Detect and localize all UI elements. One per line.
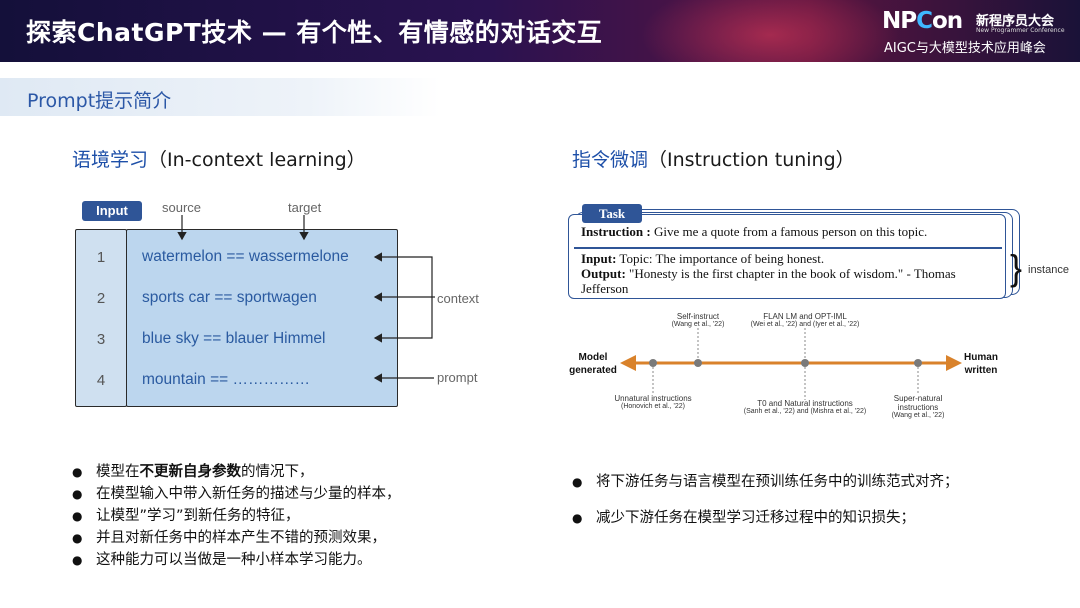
bullet-text-bold: 不更新自身参数 [139, 464, 242, 480]
right-bullet-list: 将下游任务与语言模型在预训练任务中的训练范式对齐； 减少下游任务在模型学习迁移过… [572, 471, 959, 543]
context-label: context [437, 291, 479, 306]
timeline-label-name: Super-natural [893, 394, 943, 403]
logo-en-name: New Programmer Conference [976, 27, 1065, 34]
instruction-line: Instruction : Give me a quote from a fam… [581, 224, 927, 240]
card-divider [574, 247, 1002, 249]
prompt-text: mountain == …………… [142, 371, 310, 388]
page-title: 探索ChatGPT技术 — 有个性、有情感的对话交互 [26, 18, 603, 47]
output-line-continued: Jefferson [581, 281, 629, 296]
bullet-text-pre: 模型在 [96, 464, 140, 480]
input-badge: Input [82, 201, 142, 221]
row-number-column [75, 229, 127, 407]
list-item: 将下游任务与语言模型在预训练任务中的训练范式对齐； [572, 471, 959, 507]
timeline-label-unnatural: Unnatural instructions(Honovich et al., … [608, 394, 698, 410]
task-badge: Task [582, 204, 642, 223]
source-label: source [162, 200, 202, 215]
left-end-line2: generated [569, 365, 617, 376]
timeline-label-cite: (Wang et al., '22) [671, 321, 725, 328]
timeline-label-name-2: instructions [897, 403, 939, 412]
left-title-cn: 语境学习 [72, 149, 149, 171]
right-end-line1: Human [964, 352, 998, 363]
target-label: target [288, 200, 322, 215]
timeline-label-cite: (Sanh et al., '22) and (Mishra et al., '… [743, 408, 867, 415]
right-title-cn: 指令微调 [572, 149, 649, 171]
in-context-learning-figure: Input source target 1 2 3 4 watermelon =… [70, 195, 500, 415]
right-column-title: 指令微调（Instruction tuning） [572, 145, 855, 172]
example-text: blue sky == blauer Himmel [142, 330, 326, 347]
header-banner: 探索ChatGPT技术 — 有个性、有情感的对话交互 NPCon 新程序员大会 … [0, 0, 1080, 62]
figure-arrows [177, 215, 435, 383]
example-text: sports car == sportwagen [142, 289, 317, 306]
left-title-en: （In-context learning） [148, 149, 366, 171]
output-key: Output: [581, 266, 626, 281]
timeline-right-end: Human written [956, 351, 1006, 377]
timeline-label-name: FLAN LM and OPT-IML [763, 312, 847, 321]
logo-mark-a: NP [882, 8, 917, 34]
right-end-line2: written [964, 365, 998, 376]
output-value: "Honesty is the first chapter in the boo… [625, 266, 956, 281]
logo-mark: NPCon [882, 8, 963, 34]
conference-logo: NPCon 新程序员大会 New Programmer Conference A… [882, 8, 1074, 56]
bullet-text-post: 的情况下， [241, 464, 314, 480]
right-title-en: （Instruction tuning） [648, 149, 855, 171]
timeline-label-name: Self-instruct [676, 312, 720, 321]
timeline-label-t0: T0 and Natural instructions(Sanh et al.,… [733, 399, 877, 415]
row-number: 3 [96, 331, 106, 348]
section-bar [0, 78, 440, 116]
prompt-label: prompt [437, 370, 478, 385]
instruction-tuning-figure: Instruction : Give me a quote from a fam… [560, 200, 1080, 430]
timeline-graphic [620, 328, 962, 400]
row-number: 1 [96, 249, 106, 266]
timeline-left-end: Model generated [560, 351, 626, 377]
left-column-title: 语境学习（In-context learning） [72, 145, 366, 172]
header-glow [640, 0, 900, 62]
input-value: Topic: The importance of being honest. [616, 251, 825, 266]
timeline-label-flan: FLAN LM and OPT-IML(Wei et al., '22) and… [735, 312, 875, 328]
timeline-label-cite: (Honovich et al., '22) [621, 403, 685, 410]
timeline-label-self-instruct: Self-instruct(Wang et al., '22) [658, 312, 738, 328]
section-title: Prompt提示简介 [27, 90, 172, 112]
logo-mark-b: C [916, 8, 933, 34]
list-item: 减少下游任务在模型学习迁移过程中的知识损失； [572, 507, 959, 543]
left-bullet-list: 模型在不更新自身参数的情况下， 在模型输入中带入新任务的描述与少量的样本， 让模… [72, 461, 401, 571]
instance-label: instance [1028, 264, 1069, 276]
timeline-label-cite: (Wang et al., '22) [891, 412, 945, 419]
logo-subtitle: AIGC与大模型技术应用峰会 [884, 41, 1046, 56]
logo-cn-name: 新程序员大会 [976, 14, 1055, 29]
input-key: Input: [581, 251, 617, 266]
list-item: 这种能力可以当做是一种小样本学习能力。 [72, 549, 401, 571]
timeline-label-name: Unnatural instructions [614, 394, 692, 403]
timeline-label-name: T0 and Natural instructions [757, 399, 853, 408]
examples-box [126, 229, 398, 407]
left-end-line1: Model [578, 352, 608, 363]
logo-mark-c: on [932, 8, 963, 34]
brace-icon: } [1010, 247, 1023, 288]
list-item: 并且对新任务中的样本产生不错的预测效果， [72, 527, 401, 549]
row-number: 4 [96, 372, 106, 389]
list-item: 在模型输入中带入新任务的描述与少量的样本， [72, 483, 401, 505]
input-line: Input: Topic: The importance of being ho… [581, 251, 824, 267]
row-number: 2 [96, 290, 106, 307]
instruction-key: Instruction : [581, 224, 651, 239]
instruction-value: Give me a quote from a famous person on … [650, 224, 928, 239]
list-item: 模型在不更新自身参数的情况下， [72, 461, 401, 483]
timeline-label-cite: (Wei et al., '22) and (Iyer et al., '22) [750, 321, 860, 328]
example-text: watermelon == wassermelone [142, 248, 349, 265]
output-line: Output: "Honesty is the first chapter in… [581, 266, 956, 282]
task-card: Instruction : Give me a quote from a fam… [568, 214, 1006, 299]
list-item: 让模型”学习”到新任务的特征， [72, 505, 401, 527]
